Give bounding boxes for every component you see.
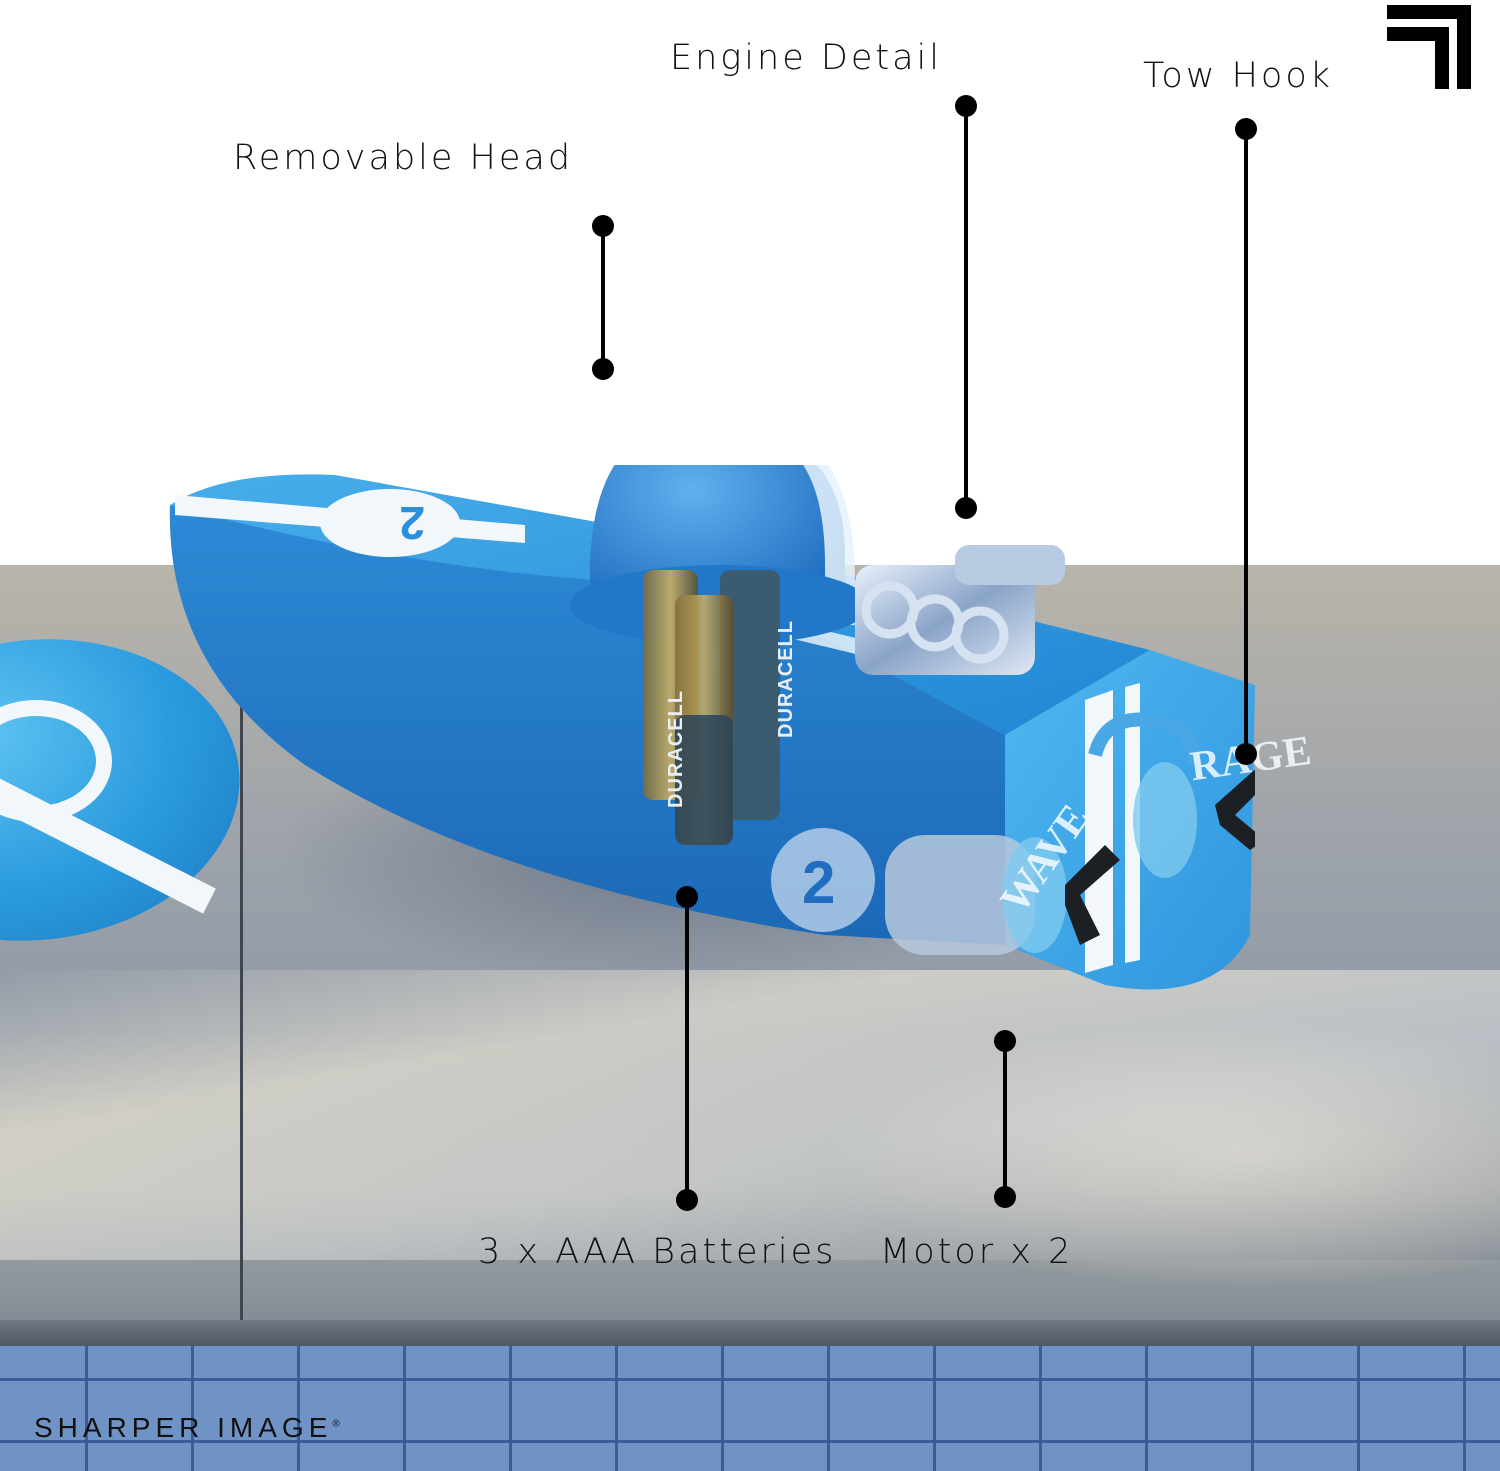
callout-dot bbox=[592, 358, 614, 380]
callout-dot bbox=[676, 1189, 698, 1211]
deck-number: 2 bbox=[399, 497, 425, 549]
callout-line bbox=[964, 106, 968, 508]
callout-line bbox=[685, 897, 689, 1201]
callout-dot bbox=[955, 497, 977, 519]
callout-line bbox=[1244, 130, 1248, 755]
pool-coping-edge bbox=[0, 1320, 1500, 1346]
brand-name: SHARPER IMAGE bbox=[34, 1412, 333, 1443]
callout-line bbox=[601, 226, 605, 368]
bracket-corner-logo-icon bbox=[1387, 5, 1471, 89]
battery-label-front: DURACELL bbox=[665, 690, 687, 808]
svg-text:2: 2 bbox=[802, 849, 835, 916]
callout-motor-label: Motor x 2 bbox=[880, 1232, 1074, 1272]
callout-batteries-label: 3 x AAA Batteries bbox=[478, 1232, 837, 1272]
callout-line bbox=[1003, 1041, 1007, 1197]
rc-boat: 2 2 bbox=[165, 422, 1270, 1045]
concrete-seam bbox=[240, 640, 243, 1345]
registered-mark: ® bbox=[332, 1418, 340, 1430]
callout-tow-hook-label: Tow Hook bbox=[1143, 56, 1334, 96]
callout-dot bbox=[994, 1186, 1016, 1208]
sunlight-patch bbox=[0, 970, 1500, 1260]
callout-dot bbox=[1235, 118, 1257, 140]
pool-tiles bbox=[0, 1346, 1500, 1471]
brand-logo: SHARPER IMAGE® bbox=[34, 1412, 340, 1444]
callout-dot bbox=[1235, 743, 1257, 765]
callout-removable-head-label: Removable Head bbox=[233, 138, 574, 178]
callout-engine-detail-label: Engine Detail bbox=[670, 38, 942, 78]
battery-label-back: DURACELL bbox=[775, 620, 797, 738]
